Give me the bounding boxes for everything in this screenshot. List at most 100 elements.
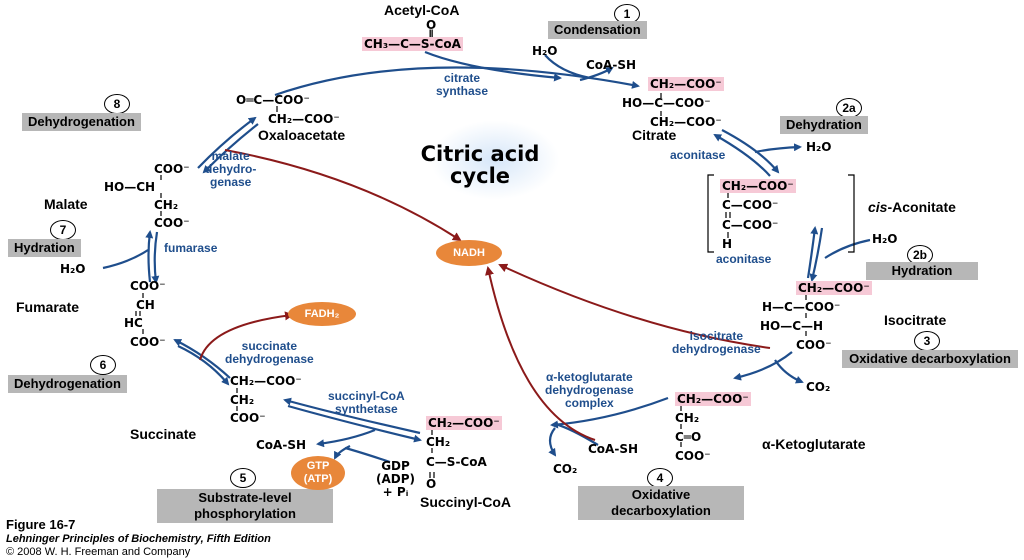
succinyl-coa-line-2: CH₂ (426, 435, 451, 449)
title-glow (430, 120, 560, 200)
enzyme-fumarase: fumarase (164, 241, 218, 255)
acetyl-coa-oxygen: O (426, 18, 437, 32)
diagram-title: Citric acid cycle (420, 142, 540, 188)
arrow-nadh-from-malate (224, 149, 462, 242)
copyright: © 2008 W. H. Freeman and Company (6, 546, 191, 558)
step-2a-label: Dehydration (780, 116, 868, 134)
step-6-label: Dehydrogenation (8, 375, 127, 393)
enzyme-malate-dehydrogenase: malate dehydro- genase (205, 149, 257, 189)
bracket-left (707, 174, 714, 253)
arrow-step-2b-fwd (809, 227, 824, 282)
enzyme-aconitase-1: aconitase (670, 148, 726, 162)
step-4-number: 4 (647, 468, 673, 488)
isocitrate-line-4: COO⁻ (796, 338, 832, 352)
citrate-name: Citrate (632, 127, 677, 143)
fumarate-line-1: COO⁻ (130, 279, 166, 293)
cis-aconitate-line-2: C—COO⁻ (722, 198, 779, 212)
arrow-step-3 (733, 351, 793, 381)
fadh2-oval: FADH₂ (288, 302, 356, 326)
succinate-name: Succinate (130, 426, 197, 442)
succinyl-coa-line-3: C—S-CoA (426, 455, 487, 469)
nadh-oval: NADH (436, 240, 502, 266)
arrow-step-5-fwd (283, 397, 421, 435)
enzyme-akg-dehydrogenase: α-ketoglutarate dehydrogenase complex (545, 370, 634, 410)
step-2a-number: 2a (836, 98, 862, 118)
oxaloacetate-name: Oxaloacetate (258, 127, 346, 143)
arrow-step-6-fwd (173, 339, 231, 379)
cis-aconitate-line-4: H (722, 237, 733, 251)
step-3-label: Oxidative decarboxylation (842, 350, 1018, 368)
cis-aconitate-line-3: C—COO⁻ (722, 218, 779, 232)
malate-line-3: CH₂ (154, 198, 179, 212)
isocitrate-line-3: HO—C—H (760, 319, 824, 333)
succinate-line-3: COO⁻ (230, 411, 266, 425)
arrow-coash-out (579, 66, 614, 82)
step-8-label: Dehydrogenation (22, 113, 141, 131)
arrow-gtp-out (334, 445, 351, 460)
arrow-step-2a-rev (713, 134, 771, 177)
oxaloacetate-line-1: O═C—COO⁻ (236, 93, 310, 107)
enzyme-aconitase-2: aconitase (716, 252, 772, 266)
h2o-step-2b: H₂O (872, 232, 898, 246)
step-3-number: 3 (914, 331, 940, 351)
enzyme-isocitrate-dehydrogenase: isocitrate dehydrogenase (672, 329, 761, 356)
bond-fum-2 (135, 311, 141, 316)
gdp-input: GDP (ADP) + Pᵢ (376, 459, 416, 499)
enzyme-citrate-synthase: citrate synthase (436, 71, 489, 98)
citrate-line-2: HO—C—COO⁻ (622, 96, 711, 110)
oxaloacetate-line-2: CH₂—COO⁻ (268, 112, 340, 126)
succinate-line-1: CH₂—COO⁻ (230, 374, 302, 388)
arrow-gdp-in (344, 446, 391, 464)
ketoglutarate-name: α-Ketoglutarate (762, 436, 866, 452)
arrow-step-7-fwd (145, 230, 154, 283)
malate-line-1: COO⁻ (154, 162, 190, 176)
ketoglutarate-line-2: CH₂ (675, 411, 700, 425)
h2o-step-2a: H₂O (806, 140, 832, 154)
step-8-number: 8 (104, 94, 130, 114)
arrow-h2o-1 (544, 54, 591, 80)
arrow-nadh-from-akg (485, 266, 596, 441)
malate-name: Malate (44, 196, 88, 212)
citrate-line-3: CH₂—COO⁻ (650, 115, 722, 129)
bond-cis-2 (725, 212, 731, 218)
citrate-line-1: CH₂—COO⁻ (648, 77, 724, 91)
arrow-coash-4 (554, 422, 599, 446)
arrow-step-8-rev (202, 123, 259, 174)
arrow-co2-3 (774, 359, 804, 384)
step-1-number: 1 (614, 4, 640, 24)
arrow-co2-4 (548, 427, 557, 457)
h2o-step-1: H₂O (532, 44, 558, 58)
step-2b-label: Hydration (866, 262, 978, 280)
arrow-step-6-rev (177, 345, 230, 386)
arrow-step-2b-rev (806, 226, 819, 279)
step-4-label: Oxidative decarboxylation (578, 486, 744, 520)
succinyl-coa-line-4: O (426, 477, 437, 491)
step-1-label: Condensation (548, 21, 647, 39)
arrow-step-8-fwd (197, 116, 257, 169)
isocitrate-line-1: CH₂—COO⁻ (796, 281, 872, 295)
succinyl-coa-name: Succinyl-CoA (420, 494, 512, 510)
ketoglutarate-line-4: COO⁻ (675, 449, 711, 463)
step-2b-number: 2b (907, 245, 933, 265)
acetyl-coa-double-bond: ‖ (428, 28, 434, 42)
ketoglutarate-line-3: C═O (675, 430, 702, 444)
succinate-line-2: CH₂ (230, 393, 255, 407)
arrow-step-5-rev (287, 404, 422, 443)
gtp-oval: GTP (ATP) (291, 456, 345, 490)
arrow-nadh-from-isocitrate (498, 263, 771, 349)
arrow-acetyl-coa-in (424, 50, 562, 82)
enzyme-succinyl-coa-synthetase: succinyl-CoA synthetase (328, 389, 405, 416)
figure-number: Figure 16-7 (6, 517, 76, 532)
malate-line-4: COO⁻ (154, 216, 190, 230)
acetyl-coa-name: Acetyl-CoA (384, 2, 460, 18)
bond-sco-3 (429, 472, 435, 478)
step-7-number: 7 (50, 220, 76, 240)
fumarate-name: Fumarate (16, 299, 80, 315)
fumarate-line-2: CH (136, 298, 155, 312)
ketoglutarate-line-1: CH₂—COO⁻ (675, 392, 751, 406)
arrow-fadh2-from-succinate (199, 311, 294, 361)
arrow-step-2a-fwd (721, 129, 780, 174)
bracket-right (848, 174, 855, 253)
